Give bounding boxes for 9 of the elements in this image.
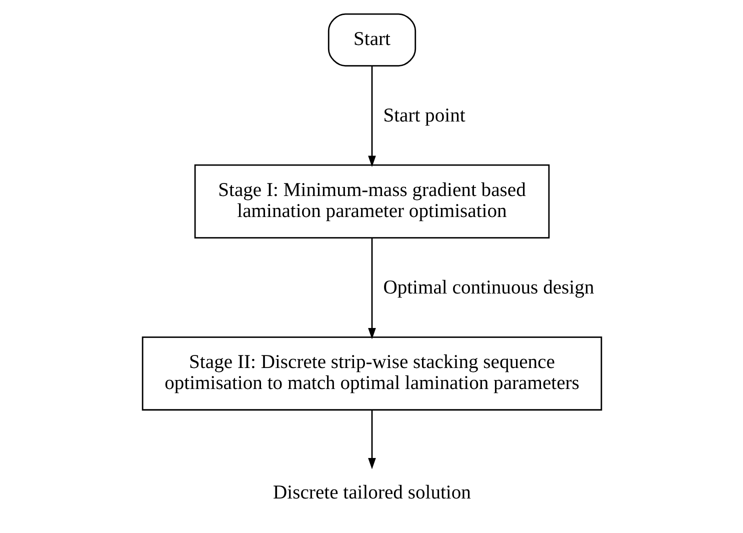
node-box: Stage I: Minimum-mass gradient based lamination parameter optimisation: [194, 164, 550, 239]
arrow: [368, 410, 376, 470]
node-box: Start: [327, 13, 416, 66]
edge-label: Optimal continuous design: [382, 277, 594, 298]
edge-label: Start point: [382, 105, 465, 126]
node-text: Discrete tailored solution: [272, 482, 470, 504]
arrow: [368, 66, 376, 167]
node-box: Stage II: Discrete strip-wise stacking sequence optimisation to match optimal lamination parameters: [141, 336, 602, 411]
arrow: [368, 238, 376, 340]
